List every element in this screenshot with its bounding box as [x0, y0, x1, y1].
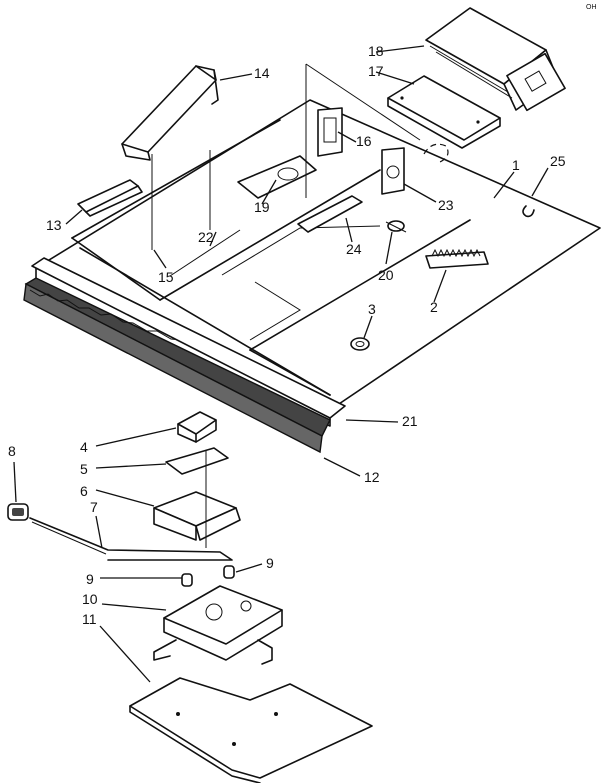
callout-9-right: 9 — [266, 555, 274, 571]
callout-8: 8 — [8, 443, 16, 459]
callout-25: 25 — [550, 153, 566, 169]
heating-element — [425, 7, 566, 112]
callout-4: 4 — [80, 439, 88, 455]
front-insulation-strip — [23, 277, 331, 454]
callout-13: 13 — [46, 217, 62, 233]
callout-15: 15 — [158, 269, 174, 285]
callout-14: 14 — [254, 65, 270, 81]
switch-housing — [153, 450, 241, 548]
control-rod — [29, 517, 233, 561]
callout-5: 5 — [80, 461, 88, 477]
callout-11: 11 — [82, 611, 97, 627]
callout-1: 1 — [512, 157, 520, 173]
switch — [177, 411, 217, 443]
top-bracket — [121, 65, 219, 161]
callout-12: 12 — [364, 469, 380, 485]
small-clip — [77, 179, 143, 217]
spring-clip — [385, 220, 407, 233]
rail-24 — [297, 195, 363, 233]
callout-3: 3 — [368, 301, 376, 317]
callout-19: 19 — [254, 199, 270, 215]
corner-mark: ОН — [586, 4, 597, 11]
grommet — [350, 337, 370, 351]
inner-channel — [237, 155, 317, 199]
callout-17: 17 — [368, 63, 384, 79]
bracket-23 — [381, 147, 405, 195]
callout-23: 23 — [438, 197, 454, 213]
callout-24: 24 — [346, 241, 362, 257]
callout-16: 16 — [356, 133, 372, 149]
callout-2: 2 — [430, 299, 438, 315]
callout-7: 7 — [90, 499, 98, 515]
callout-10: 10 — [82, 591, 98, 607]
callout-21: 21 — [402, 413, 418, 429]
callout-labels: 1 2 3 4 5 6 7 8 9 9 10 11 12 13 14 15 16… — [8, 43, 566, 627]
callout-22: 22 — [198, 229, 214, 245]
front-trim — [31, 257, 346, 419]
leader-lines — [13, 45, 549, 683]
callout-20: 20 — [378, 267, 394, 283]
base-plate — [129, 677, 373, 783]
terminal-block — [425, 248, 489, 269]
callout-18: 18 — [368, 43, 384, 59]
spacer-right — [223, 565, 235, 579]
callout-6: 6 — [80, 483, 88, 499]
bracket-16 — [317, 107, 343, 157]
spacer-left — [181, 573, 193, 587]
callout-9-left: 9 — [86, 571, 94, 587]
mechanism — [153, 585, 283, 665]
projection-lines — [151, 63, 421, 250]
wire-clip — [522, 205, 535, 218]
knob — [7, 503, 29, 521]
insulator — [165, 447, 229, 475]
